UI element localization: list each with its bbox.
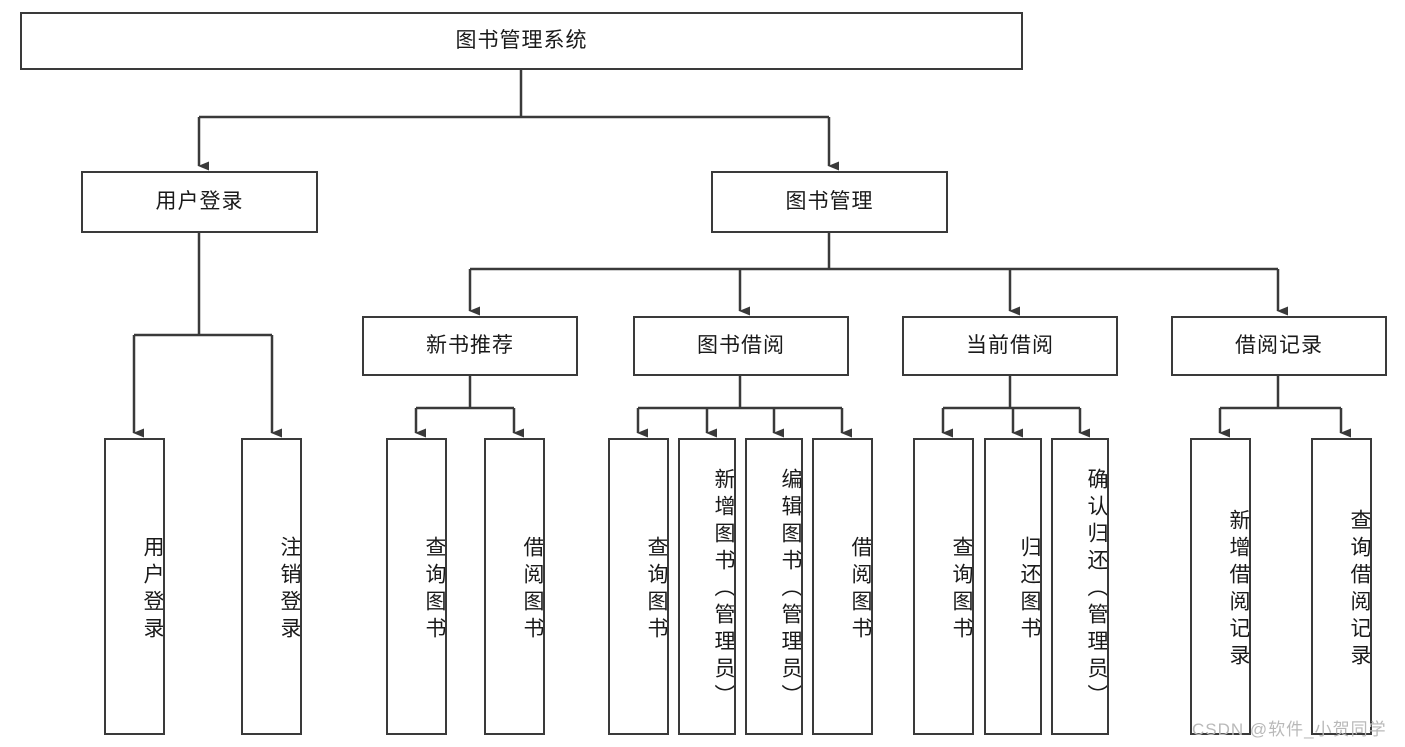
node-book-manage[interactable]: 图书管理 (711, 171, 948, 233)
node-leaf-query-book-2[interactable]: 查询图书 (608, 438, 669, 735)
node-leaf-add-borrow-record-label: 新增借阅记录 (1227, 508, 1250, 671)
node-leaf-add-book-label: 新增图书（管理员） (712, 468, 735, 711)
node-leaf-confirm-return-label: 确认归还（管理员） (1085, 468, 1108, 711)
node-leaf-user-login[interactable]: 用户登录 (104, 438, 165, 735)
node-leaf-user-logout[interactable]: 注销登录 (241, 438, 302, 735)
node-leaf-borrow-book-2[interactable]: 借阅图书 (812, 438, 873, 735)
node-root[interactable]: 图书管理系统 (20, 12, 1023, 70)
node-borrow-record-label: 借阅记录 (1235, 334, 1323, 358)
csdn-watermark: CSDN @软件_小贺同学 (1192, 720, 1387, 739)
node-leaf-borrow-book-1[interactable]: 借阅图书 (484, 438, 545, 735)
node-leaf-user-login-label: 用户登录 (141, 535, 164, 644)
node-user-login-label: 用户登录 (155, 190, 244, 214)
node-leaf-borrow-book-2-label: 借阅图书 (849, 535, 872, 644)
node-leaf-query-borrow-record-label: 查询借阅记录 (1348, 508, 1371, 671)
node-leaf-query-book-3-label: 查询图书 (950, 535, 973, 644)
node-borrow-record[interactable]: 借阅记录 (1171, 316, 1387, 376)
node-root-label: 图书管理系统 (455, 29, 588, 53)
node-leaf-query-book-3[interactable]: 查询图书 (913, 438, 974, 735)
node-current-borrow[interactable]: 当前借阅 (902, 316, 1118, 376)
node-leaf-edit-book[interactable]: 编辑图书（管理员） (745, 438, 803, 735)
node-leaf-edit-book-label: 编辑图书（管理员） (779, 468, 802, 711)
node-book-manage-label: 图书管理 (785, 190, 874, 214)
node-leaf-borrow-book-1-label: 借阅图书 (521, 535, 544, 644)
node-leaf-user-logout-label: 注销登录 (278, 535, 301, 644)
node-book-borrow[interactable]: 图书借阅 (633, 316, 849, 376)
node-leaf-query-book-1[interactable]: 查询图书 (386, 438, 447, 735)
node-new-book-recommend-label: 新书推荐 (426, 334, 514, 358)
node-leaf-add-book[interactable]: 新增图书（管理员） (678, 438, 736, 735)
node-leaf-return-book-label: 归还图书 (1018, 535, 1041, 644)
node-leaf-query-borrow-record[interactable]: 查询借阅记录 (1311, 438, 1372, 735)
node-current-borrow-label: 当前借阅 (966, 334, 1054, 358)
node-leaf-query-book-1-label: 查询图书 (423, 535, 446, 644)
node-leaf-return-book[interactable]: 归还图书 (984, 438, 1042, 735)
node-book-borrow-label: 图书借阅 (697, 334, 785, 358)
node-user-login[interactable]: 用户登录 (81, 171, 318, 233)
node-leaf-add-borrow-record[interactable]: 新增借阅记录 (1190, 438, 1251, 735)
node-leaf-confirm-return[interactable]: 确认归还（管理员） (1051, 438, 1109, 735)
node-new-book-recommend[interactable]: 新书推荐 (362, 316, 578, 376)
node-leaf-query-book-2-label: 查询图书 (645, 535, 668, 644)
